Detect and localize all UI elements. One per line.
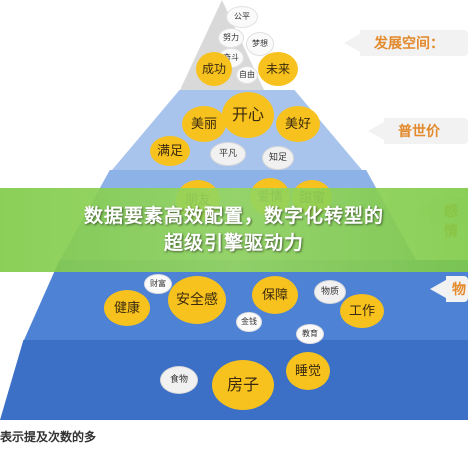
circle-jinqian: 金钱 bbox=[236, 312, 262, 332]
circle-fangzi: 房子 bbox=[212, 360, 274, 410]
circle-shuijiao: 睡觉 bbox=[286, 352, 330, 390]
circle-baozhang: 保障 bbox=[252, 276, 298, 314]
circle-weilai: 未来 bbox=[258, 52, 298, 86]
circle-anquangan: 安全感 bbox=[168, 276, 226, 324]
circle-jiaoyu: 教育 bbox=[296, 324, 324, 344]
circle-kaixin: 开心 bbox=[222, 92, 274, 138]
circle-chenggong: 成功 bbox=[196, 52, 232, 86]
footer-caption: 表示提及次数的多 bbox=[0, 430, 97, 444]
circle-wuzhi: 物质 bbox=[314, 280, 346, 304]
headline-line-1: 数据要素高效配置，数字化转型的 bbox=[83, 205, 384, 227]
circle-mengxiang: 梦想 bbox=[246, 32, 274, 56]
circle-nuli: 努力 bbox=[218, 28, 244, 48]
circle-gongzuo: 工作 bbox=[340, 294, 384, 328]
circle-manzu: 满足 bbox=[150, 136, 190, 166]
circle-meili: 美丽 bbox=[182, 106, 226, 142]
circle-gongping: 公平 bbox=[226, 6, 258, 28]
circle-pingfan: 平凡 bbox=[210, 142, 246, 166]
circle-shiwu: 食物 bbox=[160, 366, 198, 394]
circle-jiankang: 健康 bbox=[104, 290, 150, 326]
side-label-top: 发展空间： bbox=[344, 30, 468, 56]
side-label-right2: 物 bbox=[430, 276, 468, 302]
circle-meihao: 美好 bbox=[276, 106, 320, 142]
side-label-middle: 普世价 bbox=[368, 118, 468, 144]
headline-line-2: 超级引擎驱动力 bbox=[163, 232, 304, 254]
circle-caifu: 财富 bbox=[144, 274, 172, 294]
circle-ziyou: 自由 bbox=[236, 66, 258, 84]
circle-zhizu: 知足 bbox=[262, 146, 294, 170]
headline-banner: 数据要素高效配置，数字化转型的 超级引擎驱动力 bbox=[0, 188, 468, 272]
